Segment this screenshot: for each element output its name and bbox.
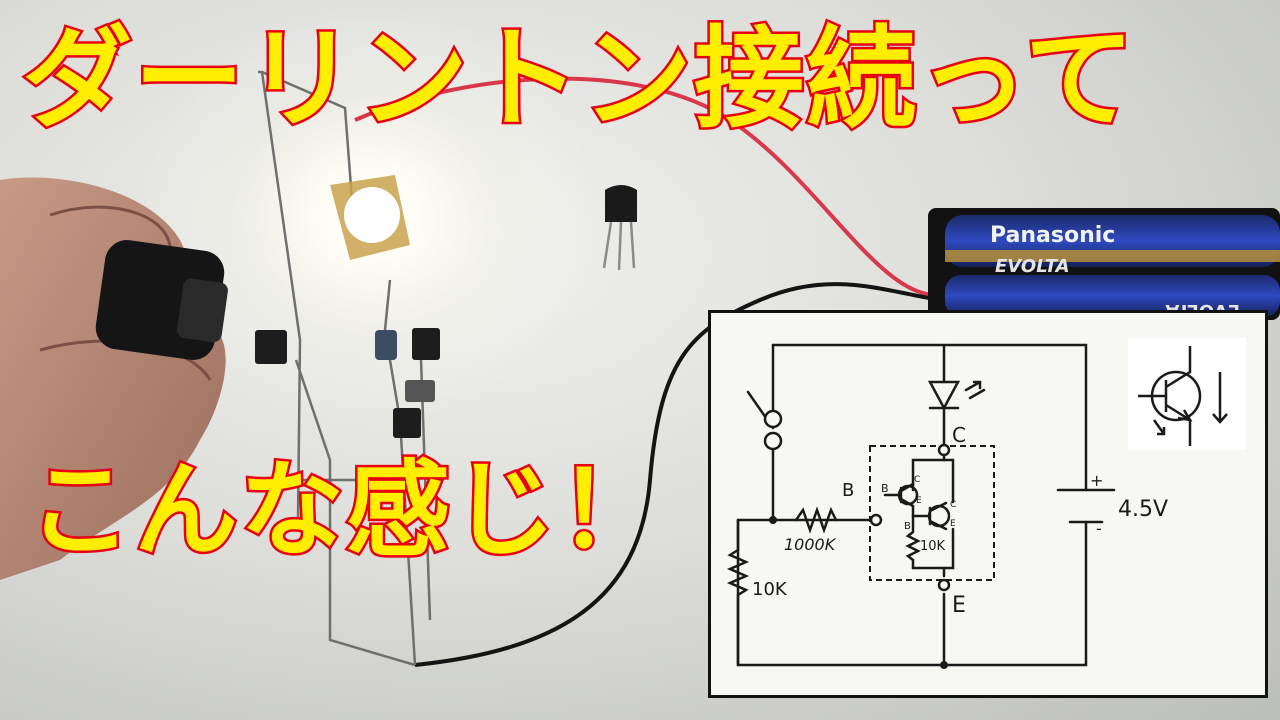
label-pin-b2: B xyxy=(904,521,911,532)
black-wire xyxy=(414,282,941,667)
caption-line-1: ダーリントン接続って xyxy=(20,13,1137,146)
label-voltage: 4.5V xyxy=(1118,497,1168,522)
schematic-inset: C B E 1000K 10K 10K B C E B C E + - 4.5V xyxy=(708,310,1268,698)
label-plus: + xyxy=(1090,471,1103,490)
label-pin-b1: B xyxy=(881,482,889,495)
led-module xyxy=(330,175,410,260)
label-collector: C xyxy=(952,423,966,447)
battery-holder-icon: Panasonic EVOLTA EVOLTA xyxy=(928,208,1280,321)
bare-wire-circuit xyxy=(258,70,432,667)
label-inner-resistor: 10K xyxy=(920,539,946,554)
circuit-transistors xyxy=(255,328,440,438)
label-pin-e2: E xyxy=(950,519,956,529)
label-pin-e1: E xyxy=(916,496,922,506)
red-wire xyxy=(354,76,941,298)
label-minus: - xyxy=(1096,519,1102,538)
label-pin-c2: C xyxy=(950,500,956,510)
battery-brand-label: Panasonic xyxy=(990,223,1115,248)
label-base-resistor: 1000K xyxy=(784,535,837,554)
label-pin-c1: C xyxy=(914,475,920,485)
finger-photo xyxy=(0,177,228,580)
transistor-icon xyxy=(602,185,637,271)
pnp-transistor-symbol-icon xyxy=(1128,338,1246,450)
label-low-resistor: 10K xyxy=(752,579,788,600)
label-emitter: E xyxy=(952,593,966,618)
label-base: B xyxy=(842,480,854,501)
battery-model-label: EVOLTA xyxy=(995,256,1070,277)
caption-line-2: こんな感じ！ xyxy=(25,447,665,574)
